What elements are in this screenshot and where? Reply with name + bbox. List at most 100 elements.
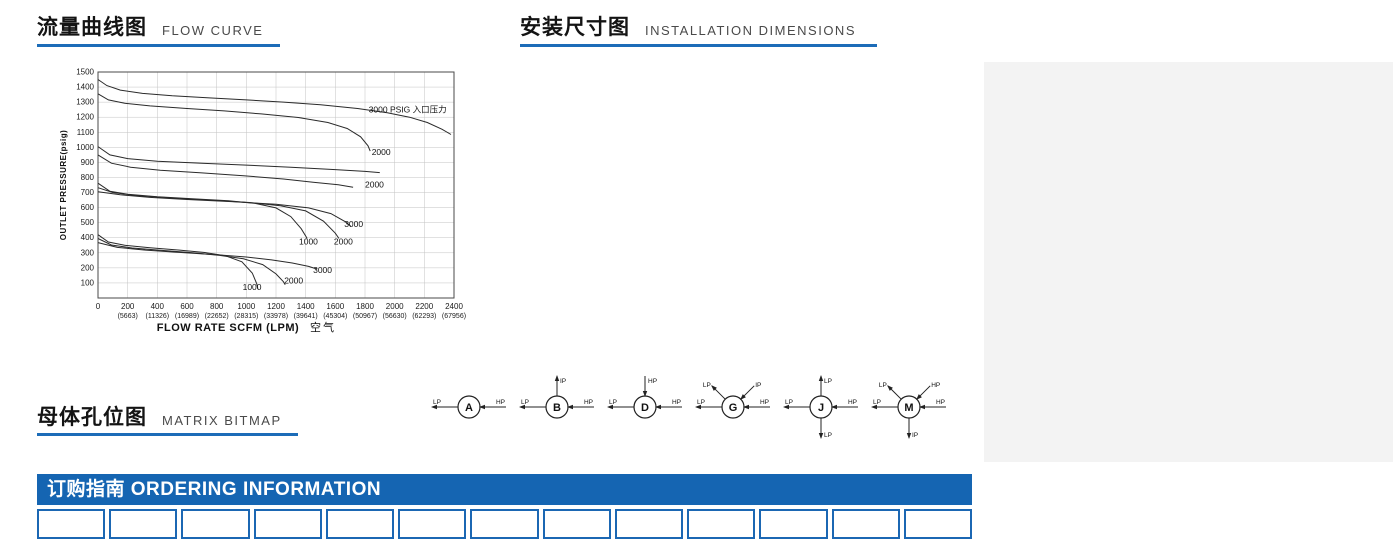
svg-text:1200: 1200 xyxy=(267,302,285,311)
svg-text:1400: 1400 xyxy=(297,302,315,311)
svg-text:LP: LP xyxy=(433,399,441,406)
installation-underline xyxy=(520,44,877,47)
ordering-information-banner: 订购指南 ORDERING INFORMATION xyxy=(37,474,972,505)
svg-text:0: 0 xyxy=(96,302,101,311)
svg-text:HP: HP xyxy=(760,399,769,406)
ordering-table-cell xyxy=(37,509,106,539)
ordering-table-cell xyxy=(542,509,611,539)
svg-text:(11326): (11326) xyxy=(145,313,169,320)
svg-text:(5663): (5663) xyxy=(118,313,138,320)
svg-text:700: 700 xyxy=(81,188,95,197)
svg-text:LP: LP xyxy=(824,432,832,439)
svg-text:(50967): (50967) xyxy=(353,313,377,320)
svg-text:1300: 1300 xyxy=(76,98,94,107)
port-diagram-M: M LP HP LP HP IP xyxy=(871,382,946,439)
svg-text:HP: HP xyxy=(496,399,505,406)
svg-text:IP: IP xyxy=(912,432,918,439)
svg-text:2000: 2000 xyxy=(365,179,384,189)
flow-curve-underline xyxy=(37,44,280,47)
svg-text:2400: 2400 xyxy=(445,302,463,311)
svg-text:FLOW RATE SCFM (LPM): FLOW RATE SCFM (LPM) xyxy=(157,322,299,334)
svg-text:2000: 2000 xyxy=(334,237,353,247)
svg-text:500: 500 xyxy=(81,218,95,227)
port-diagram-A: A LP HP xyxy=(431,395,506,419)
svg-text:(67956): (67956) xyxy=(442,313,466,320)
svg-text:LP: LP xyxy=(521,399,529,406)
svg-text:HP: HP xyxy=(936,399,945,406)
flow-curve-title-zh: 流量曲线图 xyxy=(37,16,147,39)
svg-text:HP: HP xyxy=(931,382,940,389)
svg-text:3000 PSIG 入口压力: 3000 PSIG 入口压力 xyxy=(369,105,447,115)
matrix-title-zh: 母体孔位图 xyxy=(37,406,147,429)
ordering-table-cell xyxy=(181,509,250,539)
ordering-table-cell xyxy=(614,509,684,539)
matrix-bitmap-header: 母体孔位图 MATRIX BITMAP xyxy=(37,401,282,431)
ordering-table-cell xyxy=(325,509,395,539)
svg-text:2200: 2200 xyxy=(415,302,433,311)
svg-text:OUTLET PRESSURE(psig): OUTLET PRESSURE(psig) xyxy=(59,130,68,241)
svg-text:IP: IP xyxy=(755,382,761,389)
ordering-table-cell xyxy=(687,509,756,539)
svg-text:400: 400 xyxy=(81,233,95,242)
svg-text:LP: LP xyxy=(824,378,832,385)
svg-text:HP: HP xyxy=(672,399,681,406)
ordering-table-cell xyxy=(759,509,828,539)
svg-text:200: 200 xyxy=(121,302,135,311)
svg-text:600: 600 xyxy=(81,203,95,212)
ordering-table-cell xyxy=(903,509,973,539)
svg-text:1600: 1600 xyxy=(326,302,344,311)
svg-text:LP: LP xyxy=(697,399,705,406)
svg-text:1000: 1000 xyxy=(237,302,255,311)
svg-text:1000: 1000 xyxy=(299,237,318,247)
svg-text:300: 300 xyxy=(81,248,95,257)
ordering-table-cell xyxy=(470,509,539,539)
svg-text:LP: LP xyxy=(609,399,617,406)
svg-text:1400: 1400 xyxy=(76,83,94,92)
svg-text:1100: 1100 xyxy=(77,128,95,137)
flow-curve-chart: 1002003004005006007008009001000110012001… xyxy=(59,68,466,335)
svg-text:G: G xyxy=(729,402,738,414)
ordering-table-row xyxy=(37,509,973,539)
svg-text:J: J xyxy=(818,402,824,414)
svg-text:HP: HP xyxy=(848,399,857,406)
svg-text:1200: 1200 xyxy=(76,113,94,122)
svg-text:200: 200 xyxy=(81,263,95,272)
svg-text:(62293): (62293) xyxy=(412,313,436,320)
svg-text:D: D xyxy=(641,402,649,414)
svg-text:空气: 空气 xyxy=(310,320,336,334)
svg-text:(33978): (33978) xyxy=(264,313,288,320)
svg-text:A: A xyxy=(465,402,473,414)
svg-text:(16989): (16989) xyxy=(175,313,199,320)
svg-text:1000: 1000 xyxy=(76,143,94,152)
svg-text:LP: LP xyxy=(873,399,881,406)
svg-text:100: 100 xyxy=(81,278,95,287)
svg-text:(39641): (39641) xyxy=(294,313,318,320)
svg-text:(45304): (45304) xyxy=(323,313,347,320)
port-diagram-D: D HP LP HP xyxy=(607,376,682,419)
svg-text:HP: HP xyxy=(648,378,657,385)
svg-text:900: 900 xyxy=(81,158,95,167)
ordering-table-cell xyxy=(398,509,467,539)
svg-text:1800: 1800 xyxy=(356,302,374,311)
svg-text:(22652): (22652) xyxy=(205,313,229,320)
matrix-title-en: MATRIX BITMAP xyxy=(162,413,282,428)
svg-text:LP: LP xyxy=(703,382,711,389)
flow-curve-title-en: FLOW CURVE xyxy=(162,23,264,38)
svg-text:600: 600 xyxy=(180,302,194,311)
svg-text:LP: LP xyxy=(785,399,793,406)
flow-curve-header: 流量曲线图 FLOW CURVE xyxy=(37,11,263,41)
ordering-table-cell xyxy=(831,509,900,539)
port-diagram-J: J LP LP HP LP xyxy=(783,375,858,439)
svg-text:M: M xyxy=(904,402,913,414)
matrix-bitmap-underline xyxy=(37,433,298,436)
svg-text:2000: 2000 xyxy=(386,302,404,311)
svg-text:3000: 3000 xyxy=(344,219,363,229)
svg-text:LP: LP xyxy=(879,382,887,389)
svg-text:IP: IP xyxy=(560,378,566,385)
ordering-banner-text: 订购指南 ORDERING INFORMATION xyxy=(47,479,382,500)
svg-text:1500: 1500 xyxy=(76,68,94,77)
svg-text:HP: HP xyxy=(584,399,593,406)
svg-text:(56630): (56630) xyxy=(383,313,407,320)
